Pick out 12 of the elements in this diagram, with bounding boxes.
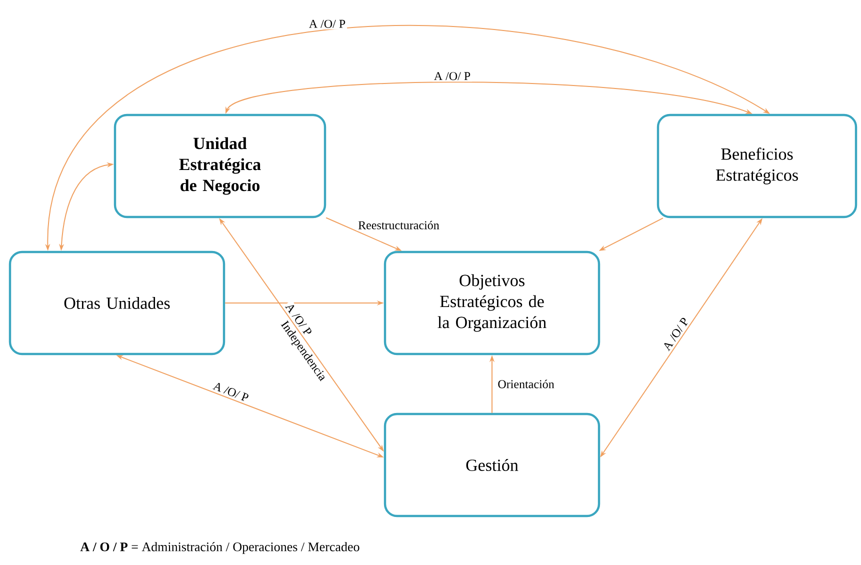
edge-label: A /O/ P: [660, 314, 692, 354]
process-box: Objetivos Estratégicos de la Organización: [384, 250, 600, 356]
edge-label: Reestructuración: [356, 219, 441, 231]
process-box: Beneficios Estratégicos: [656, 114, 858, 218]
edge-label: Orientación: [496, 378, 556, 390]
process-box: Unidad Estratégica de Negocio: [114, 114, 326, 218]
edge-label: A /O/ P: [432, 70, 472, 82]
note-text: A / O / P = Administración / Operaciones / Mercadeo: [80, 542, 360, 554]
process-box: Otras Unidades: [8, 250, 226, 356]
process-box: Gestión: [384, 412, 600, 518]
edge-label: A /O/ P: [307, 18, 348, 30]
edge-label: A /O/ P: [210, 380, 252, 404]
